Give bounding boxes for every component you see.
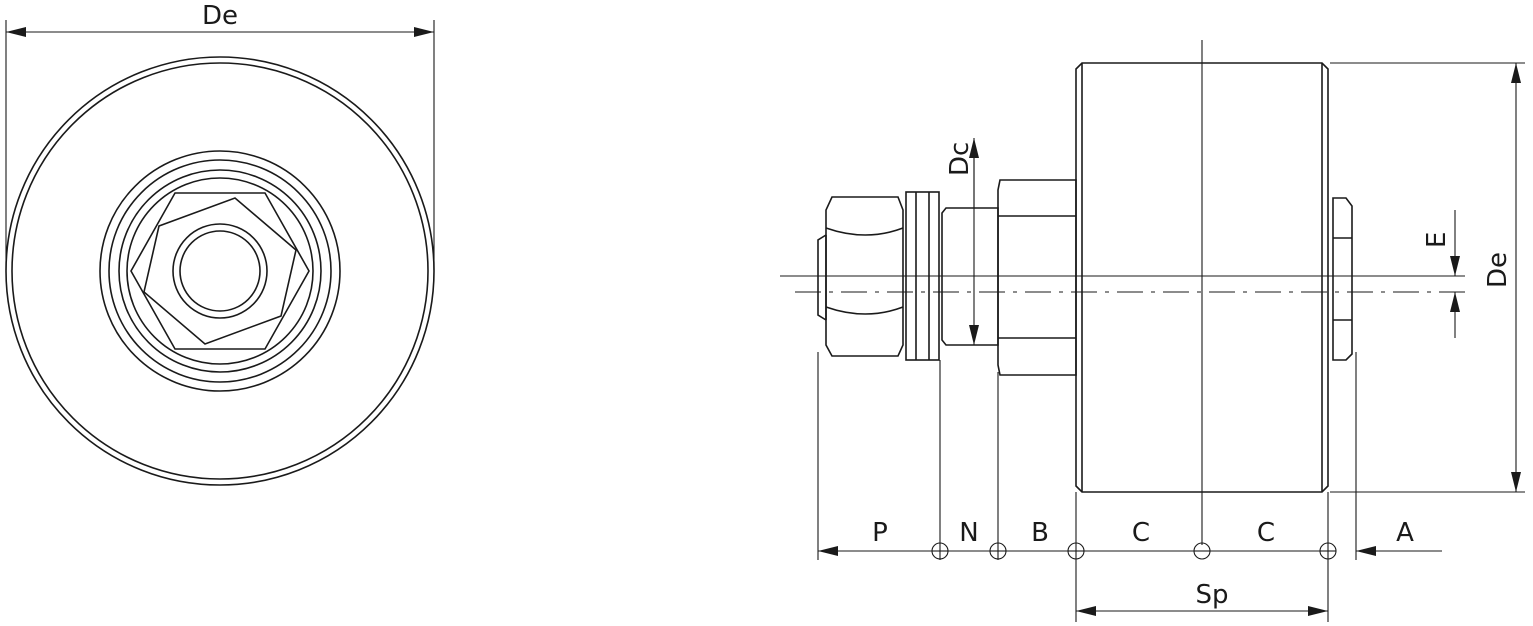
sp-label: Sp (1195, 580, 1228, 610)
front-de-label: De (202, 1, 238, 31)
right-nut (1332, 197, 1353, 361)
dc-label: Dc (945, 142, 975, 176)
left-nut-arc-1 (825, 227, 904, 236)
hex-nut-outer (130, 192, 310, 350)
hub-ring-4 (126, 177, 314, 365)
wheel-outer-circle (5, 56, 435, 486)
b-label: B (1031, 518, 1049, 548)
left-nut-arc-2 (825, 306, 904, 315)
washer (905, 191, 940, 361)
hub-ring-2 (108, 159, 332, 383)
p-label: P (872, 518, 888, 548)
front-view: De (5, 1, 435, 486)
eccentric-bushing (997, 179, 1077, 376)
hub-ring-outer (99, 150, 341, 392)
e-label: E (1422, 232, 1452, 248)
side-view: Dc De E P N B C C (780, 40, 1525, 622)
hex-nut-inner (143, 197, 297, 345)
a-label: A (1396, 518, 1414, 548)
bore-circle-inner (179, 230, 261, 312)
wheel-outer-rim (11, 62, 429, 480)
shaft (941, 207, 999, 346)
side-de-label: De (1483, 252, 1513, 288)
c1-label: C (1132, 518, 1150, 548)
c2-label: C (1257, 518, 1275, 548)
hub-ring-3 (118, 169, 322, 373)
left-nut-chamfer (817, 234, 827, 321)
n-label: N (959, 518, 978, 548)
bore-circle-outer (172, 223, 268, 319)
